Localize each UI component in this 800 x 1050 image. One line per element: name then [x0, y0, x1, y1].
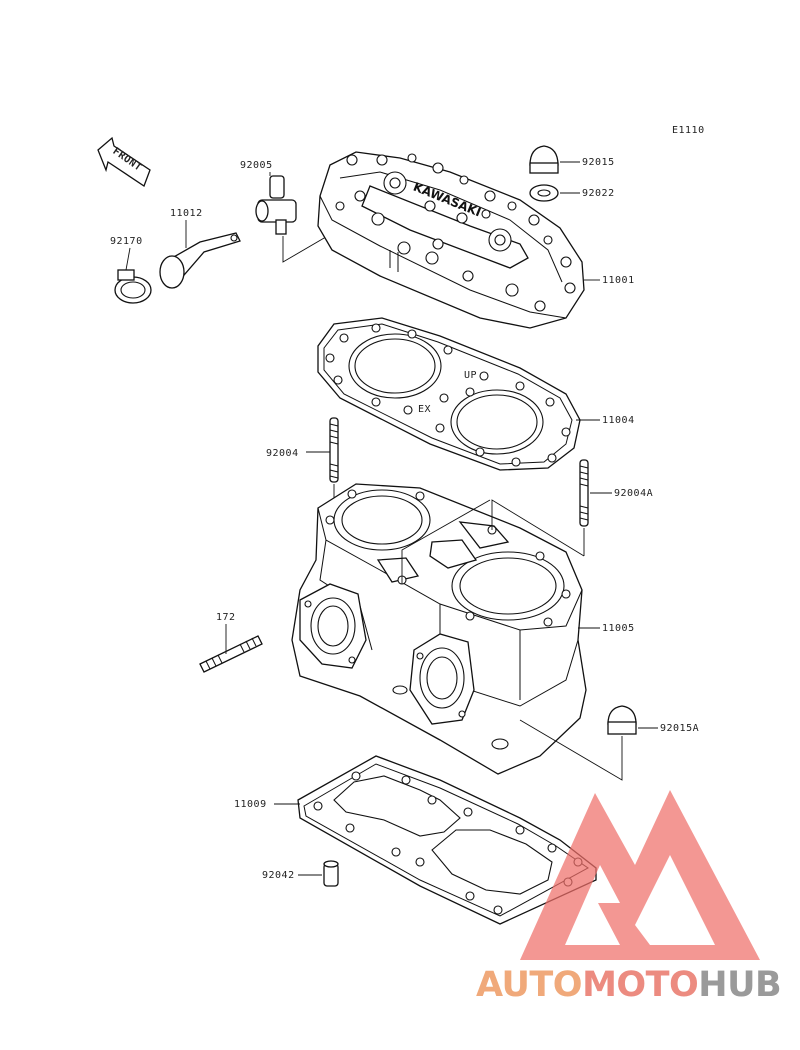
- cylinder-block-11005: [291, 483, 600, 775]
- gasket-up-mark: UP: [464, 370, 477, 381]
- fitting-92005: [255, 172, 356, 263]
- label-11005: 11005: [602, 623, 635, 634]
- label-11001: 11001: [602, 275, 635, 286]
- watermark-text-hub: HUB: [698, 965, 782, 1005]
- watermark-text: AUTOMOTOHUB: [476, 965, 782, 1005]
- stud-172: [199, 624, 263, 673]
- watermark-triangle-icon: [520, 790, 760, 960]
- label-92042: 92042: [262, 870, 295, 881]
- gasket-ex-mark: EX: [418, 404, 431, 415]
- stud-92004a: [579, 459, 612, 556]
- label-172: 172: [216, 612, 236, 623]
- front-arrow-icon: FRONT: [97, 136, 151, 187]
- label-92015: 92015: [582, 157, 615, 168]
- head-gasket-11004: UP EX: [317, 317, 600, 471]
- dowel-pin-92042: [298, 860, 339, 887]
- washer-92022: [529, 184, 580, 202]
- label-92004a: 92004A: [614, 488, 653, 499]
- label-11009: 11009: [234, 799, 267, 810]
- label-11004: 11004: [602, 415, 635, 426]
- stud-92004: [306, 417, 339, 506]
- sensor-11012: [159, 220, 241, 289]
- label-92015a: 92015A: [660, 723, 699, 734]
- clamp-92170: [114, 247, 152, 304]
- label-92004: 92004: [266, 448, 299, 459]
- cylinder-head-11001: KAWASAKI: [317, 151, 600, 329]
- nut-92015: [529, 145, 580, 174]
- base-gasket-11009: [274, 755, 597, 925]
- watermark-text-auto: AUTO: [476, 965, 583, 1005]
- label-92170: 92170: [110, 236, 143, 247]
- label-92005: 92005: [240, 160, 273, 171]
- watermark-text-moto: MOTO: [582, 965, 699, 1005]
- nut-92015a: [519, 705, 658, 781]
- watermark-logo: AUTOMOTOHUB: [470, 785, 800, 1046]
- label-11012: 11012: [170, 208, 203, 219]
- label-92022: 92022: [582, 188, 615, 199]
- diagram-code: E1110: [672, 125, 705, 136]
